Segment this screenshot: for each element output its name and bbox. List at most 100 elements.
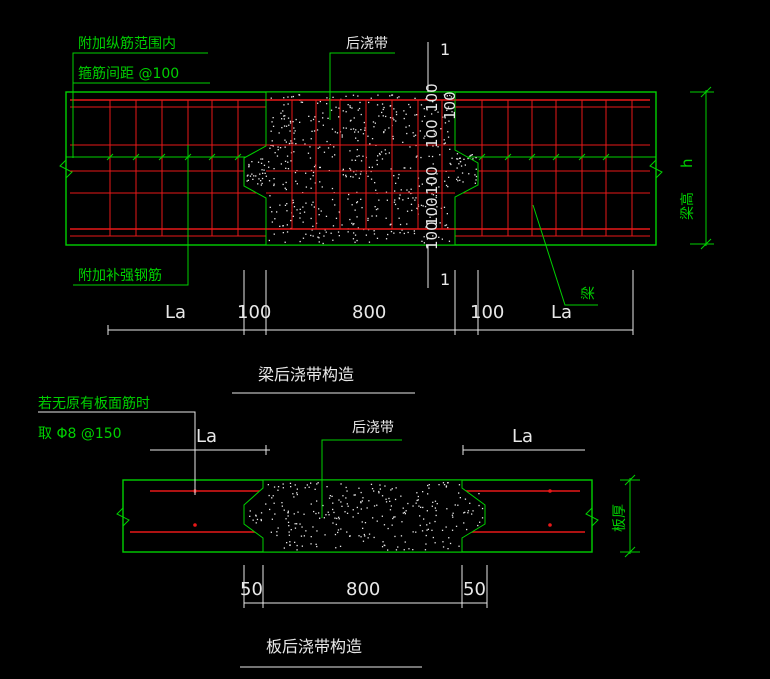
speckle bbox=[458, 545, 460, 547]
speckle bbox=[283, 547, 285, 549]
speckle bbox=[342, 174, 344, 176]
speckle bbox=[383, 131, 385, 133]
speckle bbox=[251, 161, 253, 163]
speckle bbox=[281, 118, 283, 120]
speckle bbox=[357, 140, 359, 142]
speckle bbox=[416, 492, 418, 494]
speckle bbox=[294, 171, 297, 174]
speckle bbox=[248, 163, 250, 166]
speckle bbox=[394, 203, 397, 206]
speckle bbox=[287, 168, 290, 170]
speckle bbox=[287, 511, 289, 514]
speckle bbox=[447, 548, 449, 550]
speckle bbox=[432, 536, 434, 539]
speckle bbox=[255, 515, 257, 517]
speckle bbox=[412, 531, 414, 533]
speckle bbox=[422, 205, 424, 207]
speckle bbox=[429, 216, 431, 218]
speckle bbox=[295, 118, 297, 121]
speckle bbox=[310, 543, 312, 545]
speckle bbox=[390, 168, 392, 170]
speckle bbox=[273, 183, 275, 185]
speckle bbox=[410, 203, 413, 205]
speckle bbox=[445, 526, 447, 528]
speckle bbox=[452, 512, 454, 514]
speckle bbox=[474, 174, 476, 176]
speckle bbox=[276, 211, 278, 213]
speckle bbox=[249, 175, 252, 177]
speckle bbox=[332, 508, 334, 511]
rebar-tick bbox=[208, 153, 216, 161]
speckle bbox=[327, 511, 329, 513]
speckle bbox=[281, 505, 283, 507]
speckle bbox=[310, 482, 312, 484]
speckle bbox=[280, 112, 282, 114]
speckle bbox=[332, 502, 334, 504]
speckle bbox=[286, 224, 288, 226]
speckle bbox=[439, 222, 441, 224]
speckle bbox=[360, 502, 362, 504]
speckle bbox=[458, 484, 461, 486]
speckle bbox=[285, 167, 287, 169]
speckle bbox=[317, 147, 319, 149]
speckle bbox=[451, 111, 453, 113]
speckle bbox=[377, 208, 379, 210]
speckle bbox=[290, 529, 292, 531]
speckle bbox=[457, 176, 459, 178]
speckle bbox=[271, 518, 273, 520]
speckle bbox=[247, 179, 249, 181]
speckle bbox=[431, 184, 433, 186]
speckle bbox=[475, 168, 477, 170]
leader-slab-note bbox=[38, 411, 196, 495]
speckle bbox=[435, 213, 437, 215]
speckle bbox=[398, 198, 401, 200]
speckle bbox=[281, 502, 283, 504]
speckle bbox=[286, 155, 289, 157]
speckle bbox=[402, 141, 404, 143]
speckle bbox=[354, 159, 357, 161]
speckle bbox=[349, 218, 351, 221]
speckle bbox=[360, 129, 362, 131]
speckle bbox=[415, 197, 417, 199]
speckle bbox=[322, 504, 324, 507]
speckle bbox=[289, 122, 292, 124]
speckle bbox=[292, 142, 294, 144]
speckle bbox=[293, 151, 295, 153]
speckle bbox=[300, 535, 303, 537]
speckle bbox=[340, 501, 342, 503]
speckle bbox=[353, 117, 355, 119]
speckle bbox=[261, 169, 263, 171]
speckle bbox=[269, 508, 271, 511]
speckle bbox=[356, 149, 358, 151]
speckle bbox=[269, 147, 271, 149]
rebar-tick bbox=[106, 153, 114, 161]
speckle bbox=[311, 229, 313, 231]
speckle bbox=[311, 204, 313, 206]
speckle bbox=[328, 514, 330, 516]
speckle bbox=[444, 142, 446, 144]
speckle bbox=[323, 517, 325, 519]
speckle bbox=[443, 484, 446, 486]
beam-strip-rebar bbox=[266, 99, 455, 230]
speckle bbox=[296, 209, 298, 211]
speckle bbox=[385, 115, 387, 118]
speckle bbox=[342, 110, 344, 112]
speckle bbox=[377, 94, 379, 96]
speckle bbox=[379, 153, 381, 156]
speckle bbox=[402, 199, 404, 201]
speckle bbox=[287, 117, 290, 119]
speckle bbox=[442, 541, 444, 543]
speckle bbox=[397, 208, 399, 210]
speckle bbox=[460, 165, 463, 167]
speckle bbox=[352, 516, 354, 518]
rebar-tick bbox=[528, 153, 536, 161]
speckle bbox=[429, 522, 431, 524]
speckle bbox=[347, 198, 349, 200]
speckle bbox=[418, 185, 420, 187]
speckle bbox=[289, 541, 291, 543]
speckle bbox=[354, 131, 356, 133]
speckle bbox=[385, 153, 387, 155]
speckle bbox=[326, 140, 328, 143]
speckle bbox=[302, 237, 305, 239]
speckle bbox=[346, 531, 348, 533]
